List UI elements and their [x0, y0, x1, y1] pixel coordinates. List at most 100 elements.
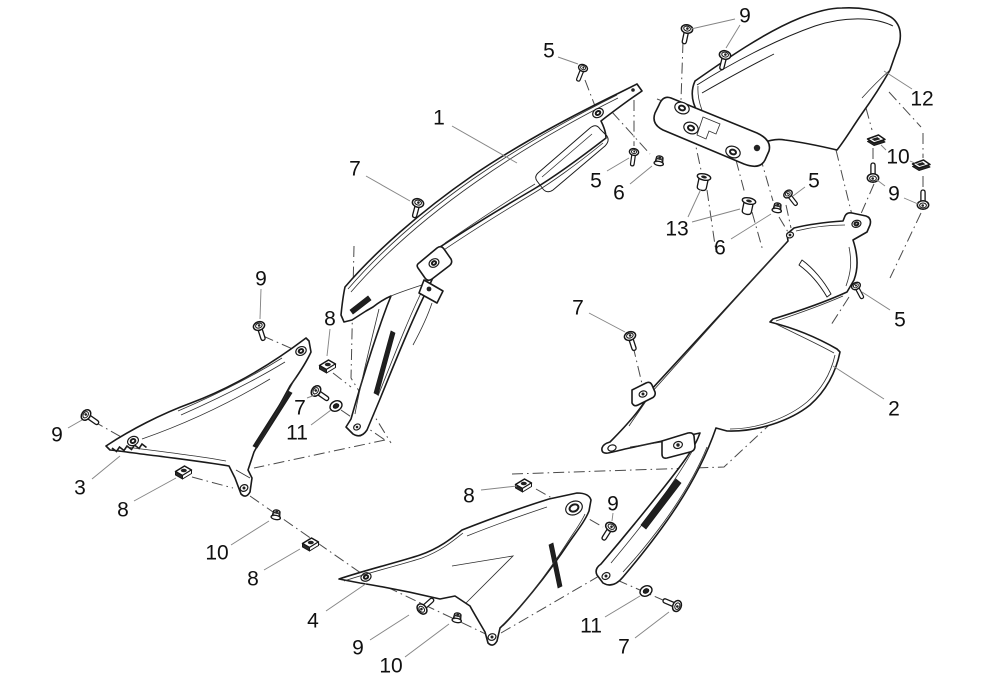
leader-side-panel-left [451, 125, 518, 164]
clipnut-10d-icon[interactable] [911, 159, 931, 172]
leader-lines [67, 18, 919, 658]
callout-screws-9c-9d: 9 [888, 183, 900, 206]
nut-10b-icon[interactable] [451, 611, 464, 625]
part-side-panel-right-2[interactable] [595, 212, 872, 586]
screw-9a-icon[interactable] [677, 22, 695, 46]
centerline-right-column-b [888, 91, 924, 279]
centerline-mid-triangle [253, 439, 386, 469]
washer-11a-icon[interactable] [327, 397, 345, 415]
part-detail [622, 446, 708, 573]
leader-screw-9-panel3-top [259, 288, 262, 320]
part-detail [355, 425, 359, 429]
part-detail [354, 308, 380, 415]
callout-bushings-13: 13 [665, 218, 688, 241]
part-detail [235, 469, 251, 479]
leader-clip-8c [263, 548, 301, 571]
part-detail [257, 376, 297, 447]
leader-screws-9a-9b [725, 24, 741, 49]
screw-5b-icon[interactable] [626, 147, 640, 168]
callout-screw-9f: 9 [352, 637, 364, 660]
part-side-panel-left-1[interactable] [340, 83, 643, 437]
clip-8c-icon[interactable] [301, 537, 320, 552]
part-detail [607, 444, 617, 452]
screw-9d-icon[interactable] [916, 189, 930, 210]
callout-clip-8d: 8 [463, 485, 475, 508]
leader-washer-11a [310, 409, 332, 426]
clip-8b-icon[interactable] [174, 465, 193, 480]
parts [105, 7, 902, 646]
part-lower-panel-right-4[interactable] [338, 492, 592, 646]
part-detail [788, 233, 792, 237]
clipnut-10c-icon[interactable] [866, 134, 886, 147]
screw-7d-icon[interactable] [622, 329, 641, 353]
screw-9-panel3-top-icon[interactable] [251, 319, 270, 343]
nut-6a-icon[interactable] [653, 154, 666, 168]
leader-nut-10b [404, 623, 450, 658]
callout-screw-7a: 7 [349, 158, 361, 181]
screw-7c-icon[interactable] [660, 594, 684, 614]
bushing-13b-icon[interactable] [738, 195, 757, 217]
part-detail [373, 330, 396, 396]
screw-5c-icon[interactable] [781, 187, 801, 209]
leader-lower-panel-left [91, 455, 121, 480]
clip-8a-icon[interactable] [318, 359, 337, 374]
part-detail [701, 53, 775, 94]
clip-8d-icon[interactable] [514, 478, 533, 493]
leader-clip-8b [133, 477, 177, 502]
nut-6b-icon[interactable] [771, 201, 784, 215]
leader-screw-5b [606, 157, 630, 172]
part-detail [696, 18, 894, 86]
centerline-screw5a-axis [584, 79, 596, 107]
part-detail [535, 125, 609, 193]
screw-9e-icon[interactable] [597, 519, 619, 544]
part-detail [853, 221, 860, 227]
part-detail [343, 532, 464, 582]
washer-11b-icon[interactable] [637, 582, 655, 600]
part-detail [129, 438, 137, 444]
part-detail [641, 392, 645, 396]
part-detail [686, 124, 696, 132]
leader-screw-9e [611, 512, 614, 522]
part-lower-panel-left-3[interactable] [105, 337, 312, 497]
leader-screw-7c [634, 611, 670, 639]
callout-screw-5d: 5 [894, 309, 906, 332]
nut-10a-icon[interactable] [270, 508, 283, 522]
part-detail [451, 555, 515, 604]
part-detail [541, 133, 593, 178]
part-detail [340, 83, 643, 437]
bushing-13a-icon[interactable] [693, 171, 712, 193]
screw-5a-icon[interactable] [572, 62, 590, 84]
callout-screw-9-panel3-top: 9 [255, 268, 267, 291]
centerline-screw7d-axis [632, 345, 644, 389]
leader-washer-11b [604, 595, 641, 618]
callout-screw-7b: 7 [294, 397, 306, 420]
callout-clipnuts-10-right: 10 [886, 146, 909, 169]
bracket-bolt-icon [753, 144, 761, 152]
leader-side-panel-right [832, 365, 885, 400]
part-detail [502, 513, 586, 627]
cowl-mount-bracket[interactable] [653, 96, 771, 168]
part-detail [861, 69, 891, 99]
screw-5d-icon[interactable] [849, 280, 868, 302]
callout-clip-8c: 8 [247, 568, 259, 591]
callout-screws-9a-9b: 9 [739, 5, 751, 28]
part-detail [349, 295, 372, 315]
screw-9c-icon[interactable] [866, 162, 880, 183]
callout-labels: 1 2 3 4 5 5 5 5 6 6 7 7 7 7 8 8 8 8 9 9 … [51, 5, 934, 678]
part-detail [696, 116, 721, 140]
centerline-cowl-to-panel2 [835, 149, 853, 216]
centerline-clip8a-axis [332, 372, 352, 388]
callout-nut-6b: 6 [714, 237, 726, 260]
part-detail [795, 224, 846, 232]
centerline-panel3-to-panel4 [249, 495, 493, 638]
screw-9-panel3-left-icon[interactable] [78, 407, 103, 430]
centerline-panel2-arm [511, 413, 782, 475]
part-detail [180, 361, 286, 416]
screw-7b-icon[interactable] [308, 383, 333, 406]
part1-lower-bracket [418, 279, 444, 304]
callout-screw-5b: 5 [590, 170, 602, 193]
callout-screw-9e: 9 [607, 493, 619, 516]
part-detail [362, 574, 370, 580]
part-detail [434, 142, 604, 257]
